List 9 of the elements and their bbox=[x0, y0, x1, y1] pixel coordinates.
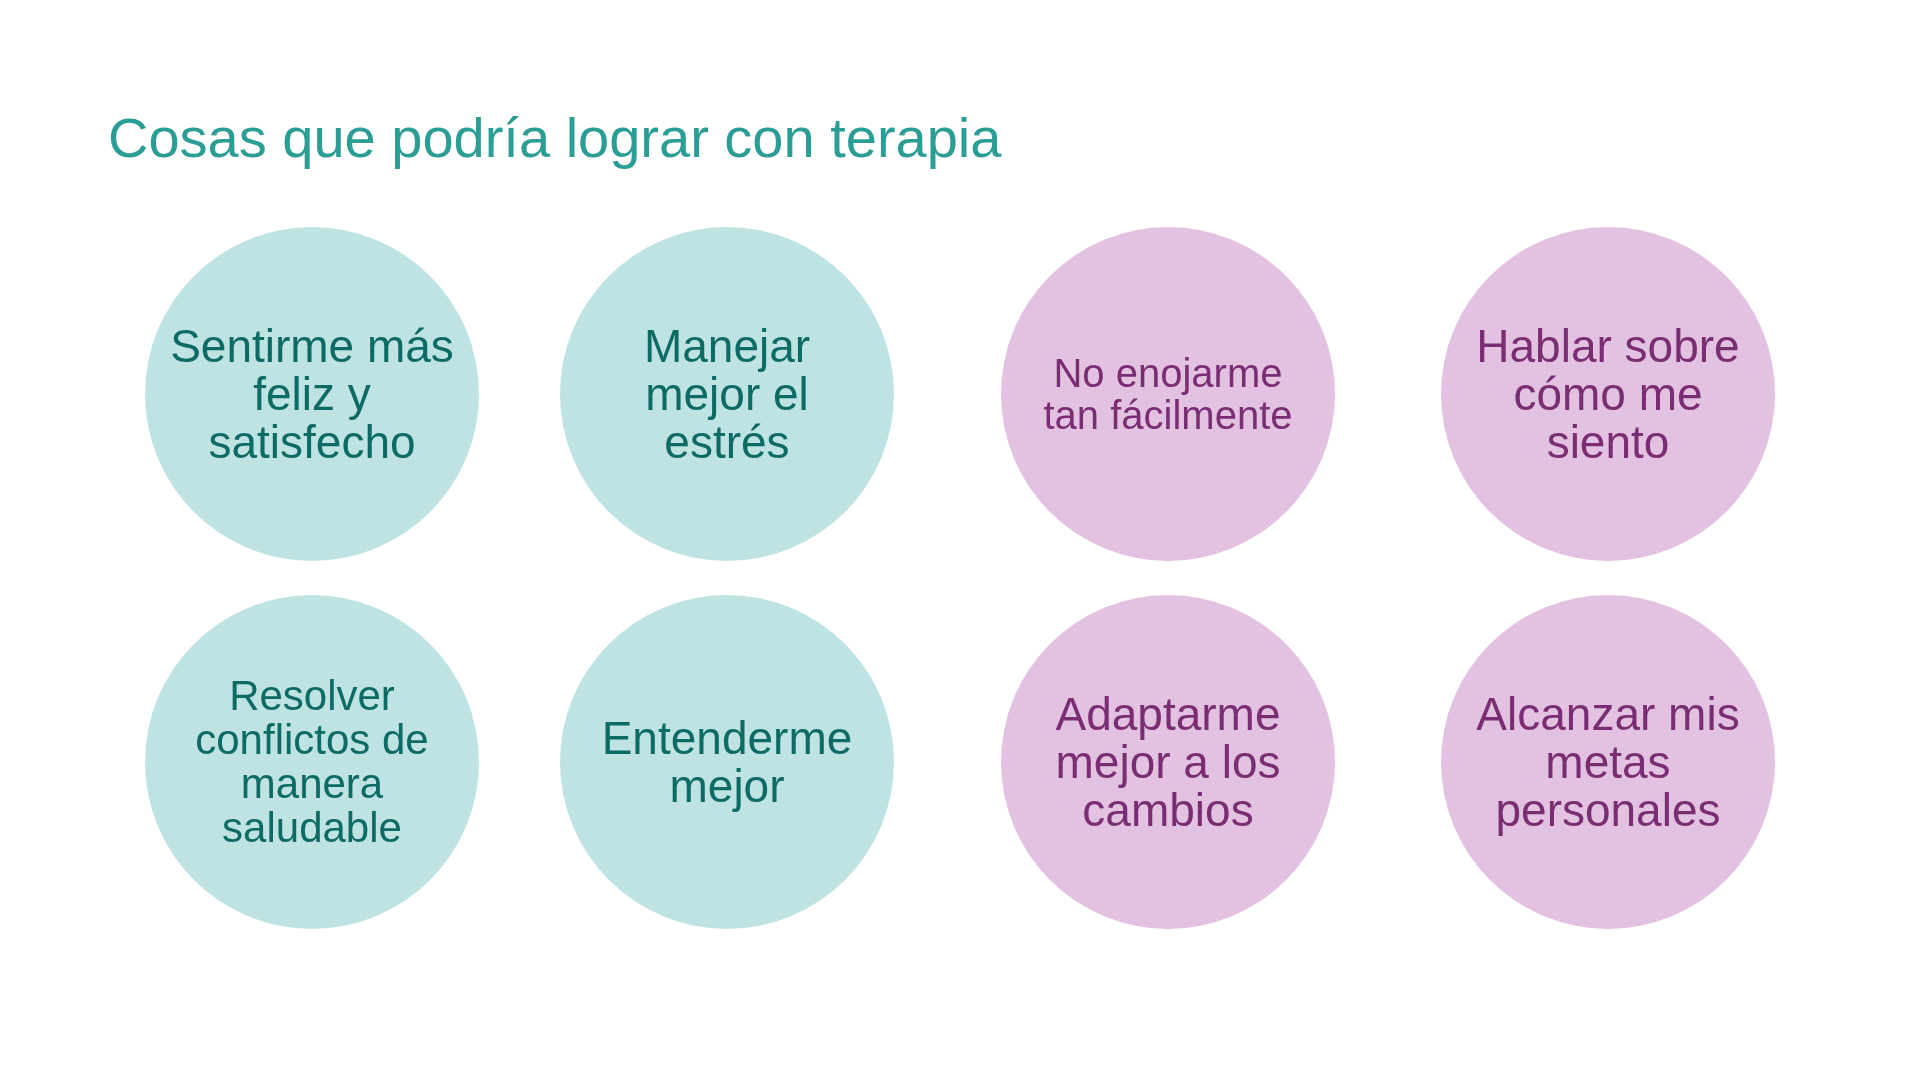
circle-label: Adaptarme mejor a los cambios bbox=[1054, 689, 1282, 835]
circle-label: Entenderme mejor bbox=[600, 713, 854, 811]
circle-label: Sentirme más feliz y satisfecho bbox=[169, 321, 455, 467]
circle-label: Resolver conflictos de manera saludable bbox=[194, 673, 430, 851]
circle-label: Manejar mejor el estrés bbox=[642, 321, 812, 467]
circle-label: No enojarme tan fácilmente bbox=[1042, 352, 1294, 436]
title: Cosas que podría lograr con terapia bbox=[108, 105, 1002, 170]
circle-label: Alcanzar mis metas personales bbox=[1475, 689, 1741, 835]
circle-label: Hablar sobre cómo me siento bbox=[1475, 321, 1741, 467]
